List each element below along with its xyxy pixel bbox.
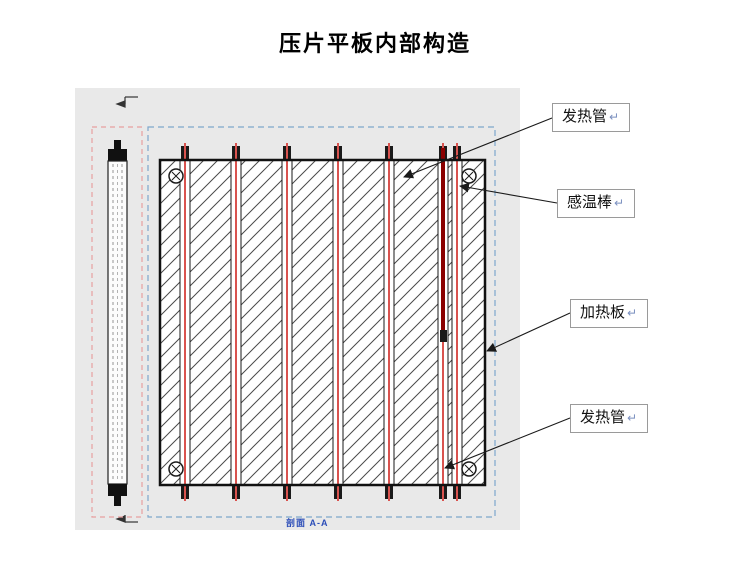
leader-heating-plate xyxy=(486,312,571,352)
leader-heating-tube-bottom xyxy=(444,417,571,470)
heating-tubes xyxy=(179,143,463,501)
corner-hole xyxy=(461,168,477,184)
corner-holes xyxy=(168,168,477,477)
main-section-view xyxy=(147,126,496,518)
heating-plate xyxy=(160,160,485,485)
heating-tube xyxy=(230,143,242,501)
section-caption: 剖面 A-A xyxy=(286,518,329,528)
label-text: 发热管 xyxy=(562,108,608,125)
left-side-view xyxy=(91,126,143,518)
pink-view-box xyxy=(91,126,143,518)
leader-lines xyxy=(403,117,571,470)
heating-tube xyxy=(179,143,191,501)
label-temp-sensor: 感温棒↵ xyxy=(557,189,636,218)
return-mark-icon: ↵ xyxy=(627,411,638,425)
page-title: 压片平板内部构造 xyxy=(278,31,471,56)
label-text: 发热管 xyxy=(580,409,626,426)
temp-sensor-rod xyxy=(437,143,449,501)
heating-tube xyxy=(281,143,293,501)
label-heating-tube-top: 发热管↵ xyxy=(552,103,631,132)
return-mark-icon: ↵ xyxy=(614,196,625,210)
plate-outline xyxy=(158,158,487,487)
label-text: 感温棒 xyxy=(567,194,613,211)
corner-hole xyxy=(461,461,477,477)
heating-tube xyxy=(383,143,395,501)
leader-heating-tube-top xyxy=(403,117,553,179)
corner-hole xyxy=(168,168,184,184)
heating-tube xyxy=(451,143,463,501)
return-mark-icon: ↵ xyxy=(609,110,620,124)
heating-tube xyxy=(332,143,344,501)
section-marker-top xyxy=(115,96,138,108)
blue-view-box xyxy=(147,126,496,518)
label-text: 加热板 xyxy=(580,304,626,321)
label-heating-plate: 加热板↵ xyxy=(570,299,649,328)
leader-temp-sensor xyxy=(459,182,558,204)
return-mark-icon: ↵ xyxy=(627,306,638,320)
label-heating-tube-bottom: 发热管↵ xyxy=(570,404,649,433)
corner-hole xyxy=(168,461,184,477)
